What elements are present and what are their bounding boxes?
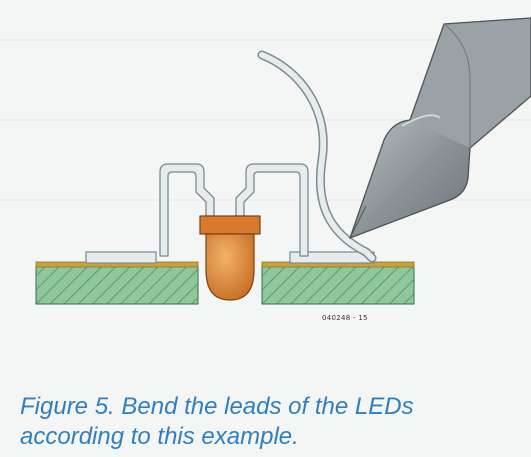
led-bending-diagram bbox=[0, 17, 531, 305]
pcb-right bbox=[261, 261, 415, 305]
figure-id-label: 040248 - 15 bbox=[322, 314, 368, 322]
pcb-left bbox=[35, 261, 199, 305]
caption-line-2: according to this example. bbox=[20, 423, 299, 450]
soldering-iron-icon bbox=[348, 17, 531, 240]
solder-pad-left bbox=[85, 251, 157, 264]
figure-caption: Figure 5. Bend the leads of the LEDs acc… bbox=[20, 392, 520, 452]
caption-line-1: Figure 5. Bend the leads of the LEDs bbox=[20, 393, 414, 420]
led-icon bbox=[199, 215, 261, 301]
